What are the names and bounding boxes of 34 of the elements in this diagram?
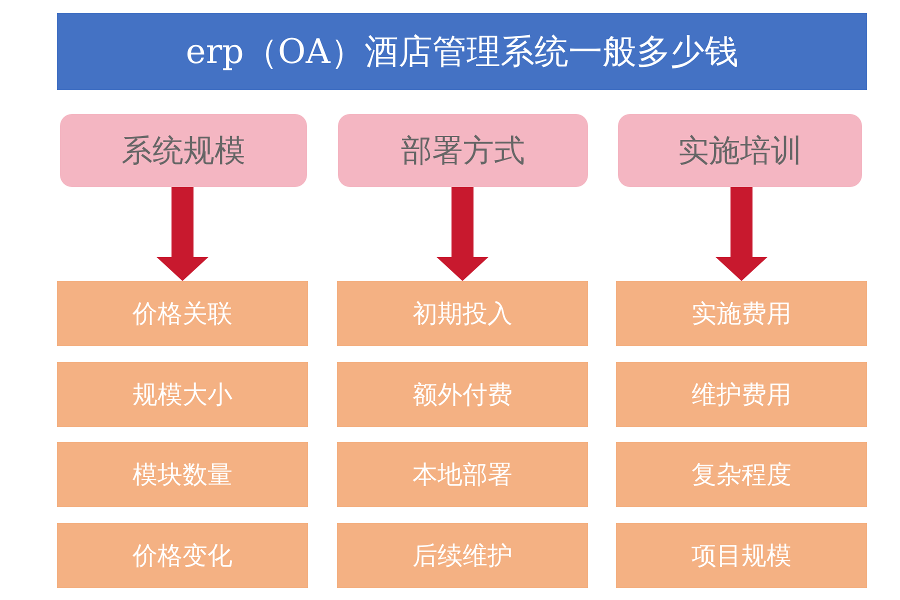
item-box bbox=[57, 442, 308, 507]
item-box bbox=[337, 442, 588, 507]
item-box bbox=[57, 523, 308, 588]
box-label: 规模大小 bbox=[132, 379, 232, 411]
item-box bbox=[337, 523, 588, 588]
box-label: 本地部署 bbox=[412, 459, 512, 491]
box-label: 模块数量 bbox=[132, 459, 232, 491]
box-label: 额外付费 bbox=[412, 379, 512, 411]
box-label: 系统规模 bbox=[122, 132, 246, 170]
item-box bbox=[337, 281, 588, 346]
item-box bbox=[57, 362, 308, 427]
down-arrow bbox=[716, 187, 768, 281]
category-box bbox=[338, 114, 588, 187]
box-label: 价格变化 bbox=[132, 540, 232, 572]
title: erp（OA）酒店管理系统一般多少钱 bbox=[186, 30, 738, 74]
down-arrow bbox=[156, 187, 208, 281]
down-arrow bbox=[436, 187, 488, 281]
item-box bbox=[616, 442, 867, 507]
category-box bbox=[618, 114, 862, 187]
box-label: 后续维护 bbox=[412, 540, 512, 572]
box-label: 维护费用 bbox=[692, 379, 792, 411]
item-box bbox=[57, 281, 308, 346]
item-box bbox=[616, 523, 867, 588]
item-box bbox=[616, 362, 867, 427]
box-label: 价格关联 bbox=[132, 298, 232, 330]
item-box bbox=[616, 281, 867, 346]
box-label: 项目规模 bbox=[692, 540, 792, 572]
box-label: 实施费用 bbox=[692, 298, 792, 330]
item-box bbox=[337, 362, 588, 427]
box-label: 复杂程度 bbox=[692, 459, 792, 491]
category-box bbox=[60, 114, 307, 187]
box-label: 初期投入 bbox=[412, 298, 512, 330]
box-label: 部署方式 bbox=[401, 132, 525, 170]
box-label: 实施培训 bbox=[678, 132, 802, 170]
